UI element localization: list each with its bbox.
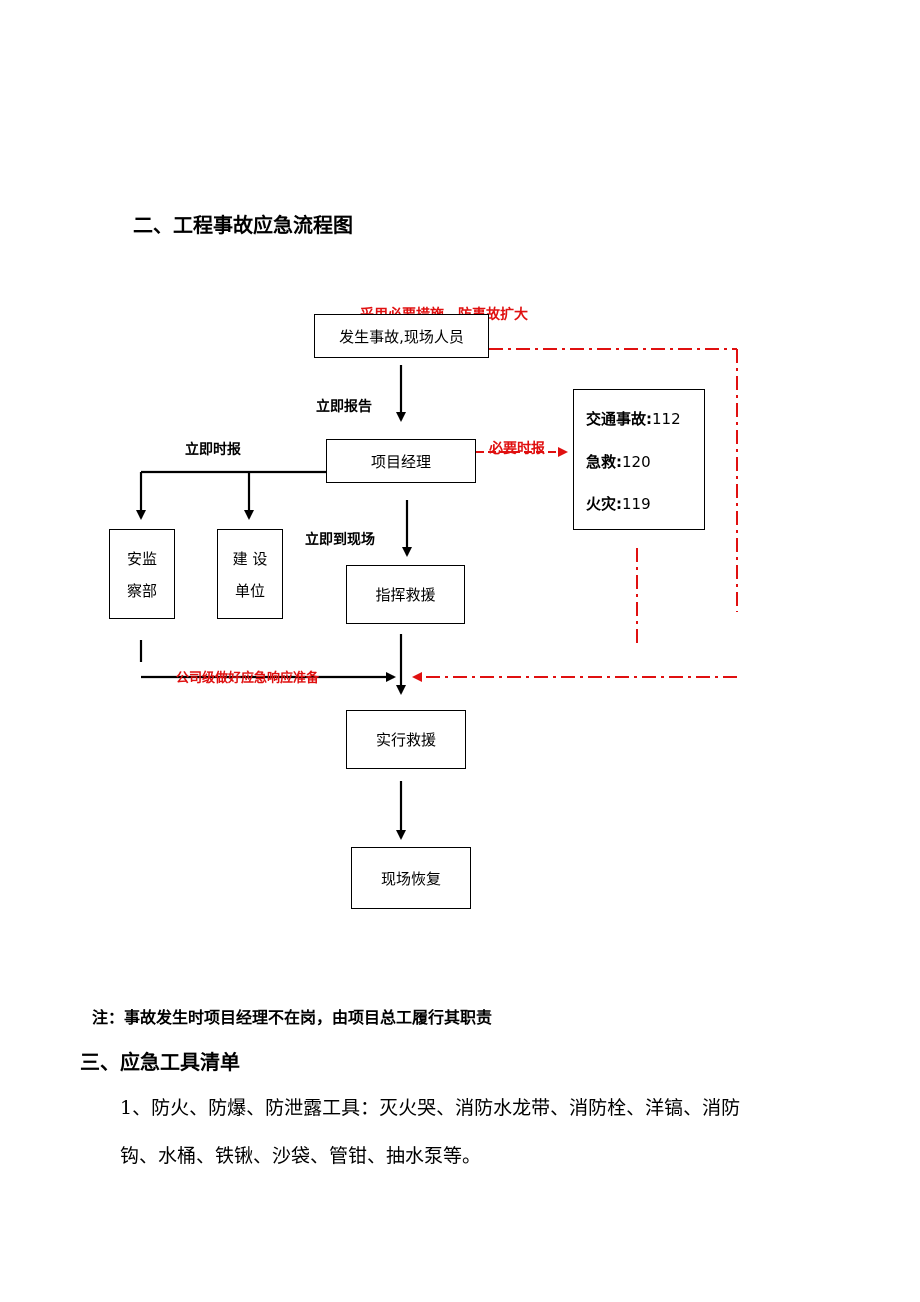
command-box-text: 指挥救援: [375, 586, 436, 604]
report-label: 立即报告: [316, 399, 372, 415]
tools-item1-line2: 钩、水桶、铁锹、沙袋、管钳、抽水泵等。: [120, 1145, 482, 1167]
go-scene-label: 立即到现场: [305, 532, 375, 548]
manager-box-text: 项目经理: [370, 452, 431, 471]
timely-report-label: 立即时报: [185, 442, 241, 458]
safety-dept-line1: 安监: [126, 549, 157, 568]
rescue-box: 实行救援: [346, 710, 466, 769]
section2-title: 二、工程事故应急流程图: [133, 213, 353, 237]
note-text: 注：事故发生时项目经理不在岗，由项目总工履行其职责: [92, 1008, 493, 1027]
restore-box-text: 现场恢复: [380, 869, 441, 888]
emergency-line-fire: 火灾:119: [586, 495, 651, 513]
rescue-box-text: 实行救援: [375, 731, 436, 749]
emergency-line-ambulance: 急救:120: [586, 453, 651, 471]
company-label: 公司级做好应急响应准备: [176, 671, 320, 686]
start-box: 发生事故,现场人员: [314, 314, 489, 358]
safety-dept-box: 安监 察部: [109, 529, 175, 619]
emergency-line-traffic: 交通事故:112: [586, 410, 681, 428]
safety-dept-line2: 察部: [126, 581, 157, 600]
owner-unit-line1: 建 设: [232, 549, 268, 568]
owner-unit-box: 建 设 单位: [217, 529, 283, 619]
manager-box: 项目经理: [326, 439, 476, 483]
start-box-text: 发生事故,现场人员: [339, 327, 464, 346]
necessary-report-label: 必要时报: [489, 441, 545, 457]
tools-item1-line1: 1、防火、防爆、防泄露工具：灭火哭、消防水龙带、消防栓、洋镐、消防: [120, 1097, 741, 1119]
command-box: 指挥救援: [346, 565, 465, 624]
section3-title: 三、应急工具清单: [80, 1050, 240, 1074]
owner-unit-line2: 单位: [234, 581, 265, 600]
restore-box: 现场恢复: [351, 847, 471, 909]
emergency-numbers-box: 交通事故:112 急救:120 火灾:119: [573, 389, 705, 530]
